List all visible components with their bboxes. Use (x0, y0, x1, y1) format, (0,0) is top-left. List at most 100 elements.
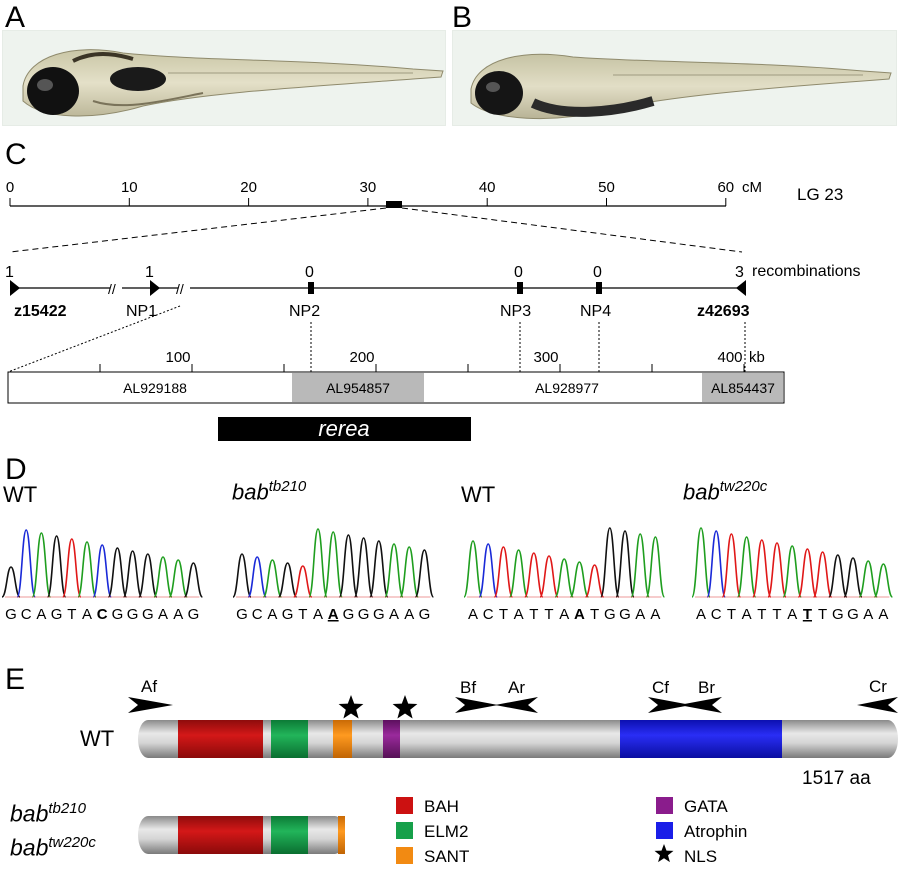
marker-np1: NP1 (126, 303, 157, 320)
kb-tick-100: 100 (165, 349, 190, 366)
legend-swatch-atrophin (656, 822, 673, 839)
sequence-base: G (358, 606, 370, 623)
primer-cr-label: Cr (869, 677, 887, 696)
count-np2: 0 (305, 264, 314, 281)
sequence-base: T (67, 606, 76, 623)
chromatogram-peak (16, 529, 36, 598)
marker-np2: NP2 (289, 303, 320, 320)
sequence-base: A (404, 606, 414, 623)
cm-tick-label: 0 (6, 179, 14, 196)
primer-af-arrow-icon (128, 697, 173, 713)
protein-diagram: WT 1517 aa Af Bf Ar Cf Br Cr BAH ELM2 SA… (80, 677, 898, 866)
sequence-base: G (5, 606, 17, 623)
genotype-label-4: babtw220c (683, 478, 768, 505)
chromatogram-peak (138, 553, 158, 598)
chromatogram-peak (843, 557, 863, 598)
chromatogram-peak (615, 530, 635, 598)
mutant-label-2: babtw220c (10, 834, 96, 861)
kb-tick-200: 200 (349, 349, 374, 366)
chromatogram-peak (323, 531, 343, 598)
primer-cr-arrow-icon (857, 697, 898, 713)
chromatogram-peak (62, 538, 82, 598)
primer-cf-arrow-icon (648, 697, 691, 713)
sequence-base: A (267, 606, 277, 623)
chromatogram-peak (782, 545, 802, 598)
chromatogram-peak (92, 544, 112, 598)
chromatogram-peak (122, 550, 143, 598)
chromatogram-peak (554, 558, 574, 598)
legend-swatch-gata (656, 797, 673, 814)
wt-protein-label: WT (80, 726, 114, 751)
wt-domain-bah (178, 720, 263, 758)
count-np4: 0 (593, 264, 602, 281)
legend-label-atrophin: Atrophin (684, 822, 747, 841)
sequence-base: T (298, 606, 307, 623)
sequence-base: T (544, 606, 553, 623)
nls-star-icon-2 (392, 695, 418, 719)
sequence-base: C (483, 606, 494, 623)
chromatogram-peak (77, 541, 97, 598)
chromatogram-peak (247, 556, 267, 598)
chromatogram-peak (706, 530, 726, 598)
sequence-base: G (373, 606, 385, 623)
legend-swatch-bah (396, 797, 413, 814)
cm-unit-label: cM (742, 179, 762, 196)
chromatogram-peak (873, 563, 894, 598)
marker-np3: NP3 (500, 303, 531, 320)
chromatogram-peak (721, 533, 742, 598)
sequence-base: G (142, 606, 154, 623)
chromatogram-peak (414, 549, 435, 598)
sequence-base: T (499, 606, 508, 623)
mutant-domain-bah (178, 816, 263, 854)
sequence-base: T (772, 606, 781, 623)
chromatogram-peak (399, 546, 419, 598)
gene-rerea-bar (218, 417, 471, 441)
sequence-base: T (529, 606, 538, 623)
sequence-base: T (818, 606, 827, 623)
sequence-base: A (696, 606, 706, 623)
chromatogram-peak (508, 549, 529, 598)
sequence-base: T (757, 606, 766, 623)
chromatogram-peak (828, 554, 848, 598)
chromatogram-peak (183, 562, 204, 598)
marker-z42693: z42693 (697, 303, 750, 320)
arrow-head-np1 (150, 280, 160, 296)
sequence-base: G (236, 606, 248, 623)
larva-photo-wild-type (2, 30, 446, 126)
sequence-base: T (803, 606, 812, 623)
sequence-base: G (112, 606, 124, 623)
chromatogram-peak (691, 527, 711, 598)
mutant-label-1: babtb210 (10, 800, 86, 827)
chromatogram-peak (812, 551, 833, 598)
mutant-domain-sant (338, 816, 345, 854)
chromatogram-peak (600, 527, 620, 598)
sequence-base: G (619, 606, 631, 623)
sequence-base: G (282, 606, 294, 623)
arrow-head-left (10, 280, 20, 296)
panel-label-e: E (5, 663, 26, 696)
legend-label-elm2: ELM2 (424, 822, 468, 841)
panel-label-a: A (5, 1, 26, 34)
legend-swatch-sant (396, 847, 413, 864)
chromatogram-peak (539, 555, 559, 598)
sequence-base: C (252, 606, 263, 623)
sequence-base: G (604, 606, 616, 623)
recombinations-label: recombinations (752, 263, 861, 280)
sequence-base: A (863, 606, 873, 623)
larva-photo-mutant (452, 30, 897, 126)
chromatogram-peak (369, 540, 389, 598)
sequence-base: G (419, 606, 431, 623)
clone-al854437: AL854437 (711, 380, 775, 396)
chromatogram-peak (232, 553, 252, 598)
sequence-base: A (559, 606, 569, 623)
chromatogram-peak (630, 533, 650, 598)
sequence-base: G (188, 606, 200, 623)
kb-unit: kb (749, 349, 765, 366)
cm-tick-label: 10 (121, 179, 138, 196)
cm-tick-label: 40 (479, 179, 496, 196)
count-z15422: 1 (5, 264, 14, 281)
primer-bf-label: Bf (460, 678, 476, 697)
cm-tick-label: 50 (598, 179, 615, 196)
chromatogram-peak (736, 536, 757, 598)
